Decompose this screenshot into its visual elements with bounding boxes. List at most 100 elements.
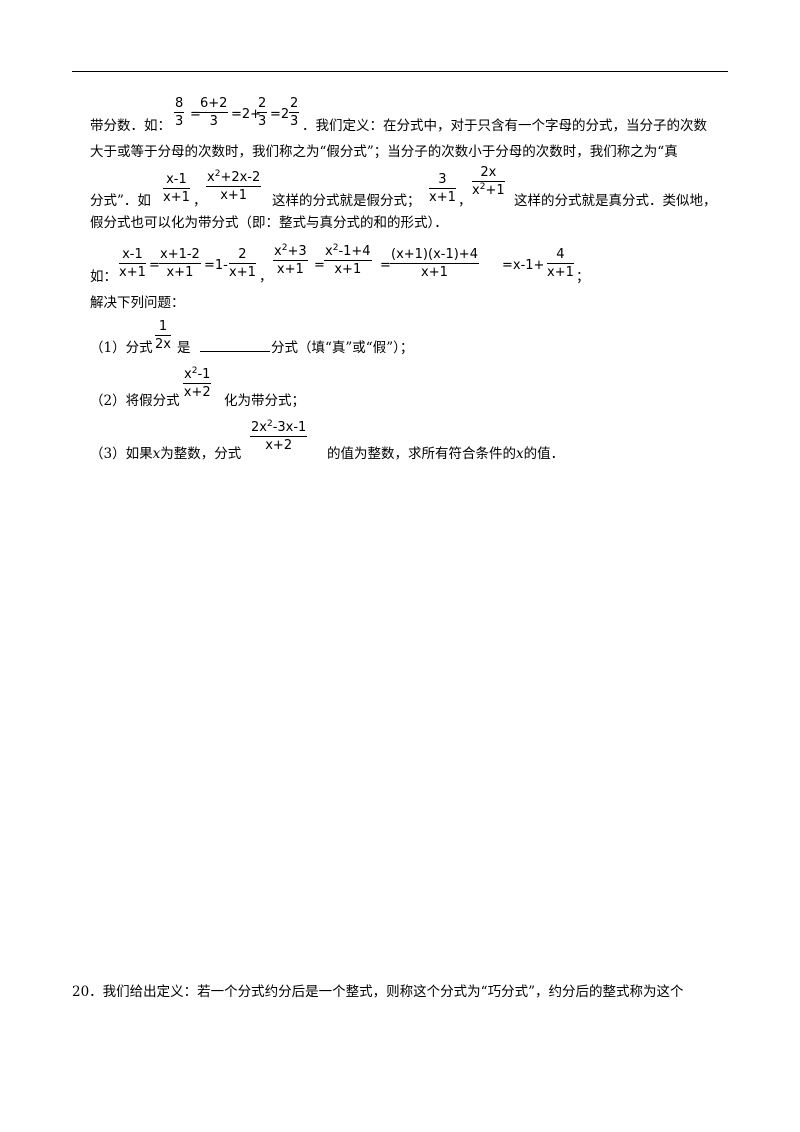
comma: ，	[259, 269, 273, 285]
comma: ，	[458, 193, 472, 209]
line3-mid: 这样的分式就是假分式；	[272, 193, 421, 209]
term: x	[325, 244, 333, 259]
term: +3	[287, 244, 307, 259]
semicolon: ；	[576, 269, 590, 285]
q3-prefix-b: 为整数，分式	[160, 446, 242, 462]
q3-suffix-b: 的值．	[523, 446, 565, 462]
q2-suffix: 化为带分式；	[224, 393, 305, 409]
fraction-x2-1+4-over-x+1: x2-1+4 x+1	[324, 244, 372, 277]
denominator: x+1	[119, 265, 146, 280]
q3-prefix: （3）如果	[90, 446, 153, 462]
numerator: 2	[229, 247, 256, 264]
q3-suffix: 的值为整数，求所有符合条件的x的值．	[327, 445, 564, 463]
instruction-heading: 解决下列问题：	[90, 295, 185, 311]
numerator: 4	[547, 247, 574, 264]
denominator: x+1	[429, 190, 456, 205]
denominator: x+1	[163, 190, 190, 205]
numerator: x-1	[163, 172, 190, 189]
exponent: 2	[214, 169, 221, 179]
term: -3x-1	[272, 420, 307, 435]
exponent: 2	[479, 182, 486, 192]
comma: ，	[193, 193, 207, 209]
variable-x: x	[516, 446, 524, 462]
header-rule	[72, 71, 728, 72]
q3-suffix-a: 的值为整数，求所有符合条件的	[327, 446, 516, 462]
q1-prefix: （1）分式	[90, 340, 153, 356]
fraction-2x2-3x-1-over-x+2: 2x2-3x-1 x+2	[250, 419, 308, 453]
variable-x: x	[152, 446, 161, 462]
term: -1+4	[338, 244, 371, 259]
line5-prefix: 如：	[90, 269, 117, 285]
denominator: x+1	[547, 265, 574, 280]
numerator: 2x2-3x-1	[250, 419, 308, 437]
numerator: (x+1)(x-1)+4	[390, 247, 479, 264]
exponent: 2	[266, 419, 273, 429]
numerator: 2	[289, 96, 300, 113]
term: x	[472, 183, 480, 198]
denominator: x+2	[265, 438, 293, 453]
equals-1-minus: =1-	[204, 258, 228, 273]
fraction-x+1-2-over-x+1: x+1-2 x+1	[159, 247, 201, 280]
denominator: x+1	[421, 265, 448, 280]
denominator: x+1	[334, 262, 362, 277]
term: +1	[485, 183, 505, 198]
numerator: 2	[257, 96, 268, 113]
denominator: x+2	[183, 385, 211, 400]
fraction-x2-1-over-x+2: x2-1 x+2	[183, 366, 212, 400]
q1-suffix: 分式（填“真”或“假”）；	[271, 340, 414, 356]
numerator: x2+3	[273, 244, 308, 261]
numerator: 1	[155, 319, 171, 336]
line3-prefix: 分式”．如	[90, 193, 151, 209]
fraction-product-over-x+1: (x+1)(x-1)+4 x+1	[390, 247, 479, 280]
denominator: x+1	[276, 262, 304, 277]
line1-suffix: ．我们定义：在分式中，对于只含有一个字母的分式，当分子的次数	[302, 118, 707, 134]
denominator: 3	[209, 114, 218, 129]
fraction-1-over-2x: 1 2x	[155, 319, 171, 352]
equals-2-plus: =2+	[231, 107, 262, 122]
denominator: 3	[258, 114, 267, 129]
fraction-6plus2-3: 6+2 3	[199, 96, 229, 129]
numerator: 6+2	[199, 96, 229, 113]
term: 2x	[251, 420, 267, 435]
q2-prefix: （2）将假分式	[90, 393, 180, 409]
fraction-2-3-mixed: 2 3	[289, 96, 300, 129]
exponent: 2	[191, 366, 198, 376]
exponent: 2	[281, 243, 288, 253]
fraction-3-over-x+1: 3 x+1	[429, 172, 456, 205]
equals-sign: =	[149, 258, 160, 273]
numerator: x2+2x-2	[206, 169, 262, 187]
q1-mid: 是	[177, 340, 191, 356]
fraction-x-1-over-x+1: x-1 x+1	[163, 172, 190, 205]
fraction-8-3: 8 3	[174, 96, 185, 129]
term: +2x-2	[220, 170, 261, 185]
equals-2: =2	[270, 107, 290, 122]
term: x	[184, 367, 192, 382]
numerator: x+1-2	[159, 247, 201, 264]
numerator: 3	[429, 172, 456, 189]
q3-text: （3）如果x为整数，分式	[90, 445, 241, 463]
fraction-2-3: 2 3	[257, 96, 268, 129]
denominator: 3	[290, 114, 299, 129]
line4-text: 假分式也可以化为带分式（即：整式与真分式的和的形式）．	[90, 215, 448, 231]
fraction-x2+3-over-x+1: x2+3 x+1	[273, 244, 308, 277]
line2-text: 大于或等于分母的次数时，我们称之为“假分式”；当分子的次数小于分母的次数时，我们…	[90, 144, 678, 160]
numerator: x-1	[119, 247, 146, 264]
line1-prefix: 带分数．如：	[90, 118, 171, 134]
equals-sign: =	[314, 258, 325, 273]
fraction-x2+2x-2-over-x+1: x2+2x-2 x+1	[206, 169, 262, 203]
question-20: 20．我们给出定义：若一个分式约分后是一个整式，则称这个分式为“巧分式”，约分后…	[72, 984, 684, 1000]
fraction-x-1-over-x+1: x-1 x+1	[119, 247, 146, 280]
fraction-4-over-x+1: 4 x+1	[547, 247, 574, 280]
equals-x-1-plus: =x-1+	[502, 258, 545, 273]
term: x	[274, 244, 282, 259]
equals-sign: =	[190, 107, 201, 122]
term: x	[207, 170, 215, 185]
denominator: 2x	[155, 337, 171, 352]
numerator: x2-1	[183, 366, 212, 384]
equals-sign: =	[380, 258, 391, 273]
line3-suffix: 这样的分式就是真分式．类似地，	[514, 193, 717, 209]
denominator: x2+1	[472, 182, 505, 199]
numerator: 8	[174, 96, 185, 113]
answer-blank[interactable]	[200, 339, 270, 352]
term: -1	[197, 367, 211, 382]
